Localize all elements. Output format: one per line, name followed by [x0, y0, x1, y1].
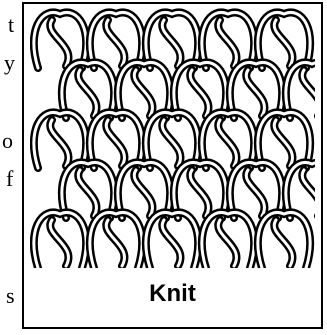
yarn-strand-inner [216, 218, 238, 268]
yarn-strand-inner [216, 118, 238, 168]
yarn-strand [102, 16, 129, 70]
text-fragment: o [2, 128, 13, 153]
yarn-strand-inner [132, 168, 154, 218]
yarn-strand [214, 216, 241, 268]
yarn-strand-inner [160, 118, 182, 168]
yarn-strand-inner [104, 18, 126, 68]
yarn-strand-inner [256, 211, 312, 268]
text-fragment: f [6, 166, 14, 191]
yarn-strand-inner [256, 11, 312, 70]
yarn-strand-inner [76, 168, 98, 218]
yarn-strand [102, 116, 129, 170]
yarn-strand-inner [160, 18, 182, 68]
knit-figure: Knit [22, 2, 323, 329]
yarn-strand-inner [272, 118, 294, 168]
yarn-strand-inner [300, 68, 315, 98]
yarn-strand-inner [272, 18, 294, 68]
yarn-strand [186, 166, 213, 220]
yarn-strand [270, 216, 297, 268]
text-fragment: y [4, 50, 15, 75]
yarn-strand-inner [284, 161, 315, 220]
yarn-strand [270, 116, 297, 170]
yarn-strand [214, 16, 241, 70]
text-fragment: t [8, 12, 15, 37]
yarn-strand-inner [244, 68, 266, 118]
yarn-strand-inner [188, 68, 210, 118]
yarn-strand [102, 216, 129, 268]
yarn-strand [46, 16, 73, 70]
yarn-strand [158, 216, 185, 268]
yarn-strand-inner [284, 61, 315, 120]
clipped-body-text: t y o f s [0, 0, 22, 335]
yarn-strand [46, 216, 73, 268]
yarn-strand-inner [76, 68, 98, 118]
yarn-strand-inner [256, 111, 312, 170]
yarn-strand-inner [48, 218, 70, 268]
yarn-strand-inner [244, 168, 266, 218]
figure-caption: Knit [149, 280, 196, 307]
yarn-strand-inner [216, 18, 238, 68]
text-fragment: s [6, 283, 15, 308]
yarn-strand [158, 116, 185, 170]
yarn-strand [270, 16, 297, 70]
yarn-strand [158, 16, 185, 70]
yarn-strand-inner [160, 218, 182, 268]
yarn-strand [242, 66, 269, 120]
yarn-strand-inner [300, 168, 315, 198]
yarn-strand [242, 166, 269, 220]
yarn-strand [214, 116, 241, 170]
yarn-strand [130, 66, 157, 120]
yarn-strand-inner [104, 118, 126, 168]
yarn-strand-inner [48, 18, 70, 68]
yarn-strand-inner [132, 68, 154, 118]
yarn-strand [74, 66, 101, 120]
yarn-strand [74, 166, 101, 220]
yarn-strand-inner [104, 218, 126, 268]
yarn-strand-inner [48, 118, 70, 168]
yarn-strand-inner [272, 218, 294, 268]
yarn-strand-inner [188, 168, 210, 218]
yarn-strand [130, 166, 157, 220]
knit-stitch-diagram-icon [30, 8, 315, 268]
yarn-strand [186, 66, 213, 120]
yarn-strand [46, 116, 73, 170]
